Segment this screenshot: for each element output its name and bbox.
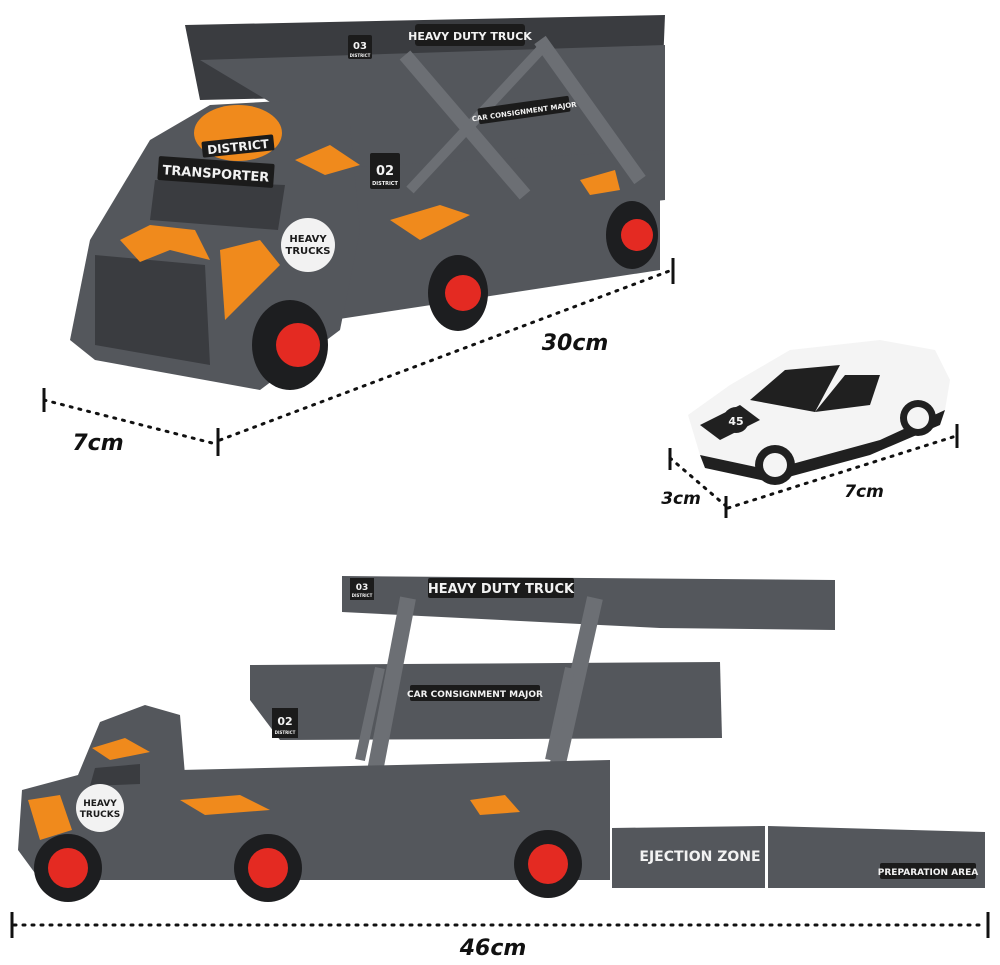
open-truck-mid-tag-sub: DISTRICT <box>275 730 296 735</box>
closed-truck-wheel-front <box>252 300 328 390</box>
toy-car-length-dimension: 7cm <box>726 424 959 510</box>
closed-truck-level3-tag-sub: DISTRICT <box>350 53 371 58</box>
toy-car-width-dimension: 3cm <box>661 448 728 518</box>
closed-truck-side-badge-bg <box>281 218 335 272</box>
closed-truck-brace-3 <box>406 41 549 194</box>
open-truck-wheel-rear <box>514 830 582 898</box>
closed-truck-cab-sign-bg <box>157 156 275 188</box>
closed-truck-width-dotted-line <box>42 398 218 446</box>
open-truck-wheel-front <box>34 834 102 902</box>
open-truck-mid-tag: 02 <box>277 715 292 728</box>
open-truck-top-sign-bg <box>428 578 574 598</box>
closed-truck: HEAVY DUTY TRUCK 03 DISTRICT CAR CONSIGN… <box>70 15 665 390</box>
closed-truck-level3-tag: 03 <box>353 41 367 52</box>
closed-truck-windshield <box>150 180 285 230</box>
closed-truck-width-label: 7cm <box>72 431 123 456</box>
toy-car-body <box>688 340 950 470</box>
open-truck-side-badge-bg <box>76 784 124 832</box>
open-truck-side-badge-line1: HEAVY <box>83 799 117 809</box>
open-truck-top-tag-bg <box>350 578 374 600</box>
closed-truck-length-label: 30cm <box>542 331 609 356</box>
open-truck-mid-sign: CAR CONSIGNMENT MAJOR <box>407 690 543 700</box>
closed-truck-lower-body <box>300 150 660 325</box>
open-truck-lift-arm-3 <box>355 666 385 762</box>
open-truck-length-dimension: 46cm <box>10 912 990 961</box>
closed-truck-flame-decal-5 <box>580 170 620 195</box>
closed-truck-level2-tag-sub: DISTRICT <box>372 181 398 187</box>
open-truck-top-tag: 03 <box>356 583 369 593</box>
closed-truck-side-badge-line1: HEAVY <box>289 234 327 245</box>
toy-car-length-dotted-line <box>726 434 958 510</box>
toy-car-width-label: 3cm <box>661 489 701 509</box>
closed-truck-brace-2 <box>534 35 646 185</box>
open-truck-wheel-middle <box>234 834 302 902</box>
closed-truck-roof-sign-bg <box>415 24 525 46</box>
toy-car-lower-trim <box>700 410 945 482</box>
open-truck-lower-flame-2 <box>470 795 520 815</box>
closed-truck-grille <box>95 255 210 365</box>
toy-car-wheel-rear <box>900 400 936 436</box>
open-truck-top-sign: HEAVY DUTY TRUCK <box>428 582 575 597</box>
open-truck-ramp-sign: EJECTION ZONE <box>639 849 760 865</box>
closed-truck-roof-sign: HEAVY DUTY TRUCK <box>408 30 532 43</box>
closed-truck-width-dimension: 7cm <box>42 388 218 456</box>
open-truck-ramp-end-sign-bg <box>880 863 976 879</box>
closed-truck-level3-tag-bg <box>348 35 372 59</box>
open-truck-side-badge-line2: TRUCKS <box>80 810 120 820</box>
closed-truck-level2-tag-bg <box>370 153 400 189</box>
toy-car-windshield <box>750 365 840 412</box>
toy-car-number: 45 <box>728 415 743 428</box>
open-truck-mid-tag-bg <box>272 708 298 738</box>
toy-car-width-dotted-line <box>668 456 728 508</box>
open-truck-cab-window <box>90 764 140 786</box>
closed-truck-cab-badge: DISTRICT <box>207 137 271 157</box>
open-truck-lift-arm-4 <box>545 666 575 762</box>
closed-truck-wheel-rear <box>606 201 658 269</box>
closed-truck-side-badge-line2: TRUCKS <box>286 246 331 257</box>
toy-car-length-label: 7cm <box>844 482 884 502</box>
closed-truck-flame-decal-4 <box>390 205 470 240</box>
open-truck-top-tag-sub: DISTRICT <box>352 593 373 598</box>
open-truck-ejection-ramp <box>612 826 765 888</box>
open-truck-ramp-end-sign: PREPARATION AREA <box>878 868 978 878</box>
toy-car-side-window <box>815 375 880 412</box>
closed-truck-level2-tag: 02 <box>376 164 394 179</box>
closed-truck-cab-badge-bg <box>201 134 275 158</box>
closed-truck-flame-decal-1 <box>120 225 210 262</box>
closed-truck-cab-sign: TRANSPORTER <box>162 163 270 185</box>
toy-car: 45 <box>688 340 950 485</box>
closed-truck-length-dimension: 30cm <box>216 258 675 456</box>
open-truck-grille-flame <box>28 795 72 840</box>
toy-car-wheel-front <box>755 445 795 485</box>
closed-truck-level2-sign-bg <box>477 95 571 125</box>
open-truck: 03 DISTRICT HEAVY DUTY TRUCK CAR CONSIGN… <box>18 576 985 902</box>
toy-car-number-disc <box>723 407 749 433</box>
closed-truck-flame-decal-3 <box>295 145 360 175</box>
closed-truck-flame-decal-2 <box>220 240 280 320</box>
open-truck-mid-sign-bg <box>410 685 540 701</box>
closed-truck-wheel-middle <box>428 255 488 331</box>
closed-truck-length-dotted-line <box>218 268 674 442</box>
open-truck-cab-flame <box>92 738 150 760</box>
open-truck-lower-flame-1 <box>180 795 270 815</box>
open-truck-length-label: 46cm <box>459 936 527 961</box>
